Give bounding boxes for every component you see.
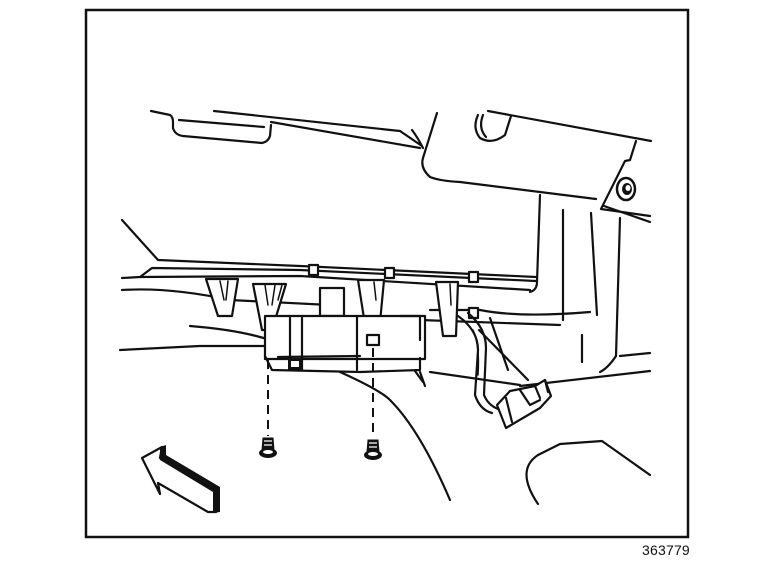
figure-id-label: 363779 xyxy=(642,542,690,558)
mounting-screw-right xyxy=(364,348,382,460)
wiring-harness xyxy=(456,311,500,415)
mounting-screw-left xyxy=(259,360,277,458)
support-structure xyxy=(428,193,652,388)
floor-contours xyxy=(338,369,652,506)
direction-arrow-icon xyxy=(140,445,220,514)
retainer-clips xyxy=(204,277,460,346)
control-module xyxy=(263,286,427,374)
electrical-connector xyxy=(495,378,553,430)
steering-column-bracket xyxy=(398,109,653,224)
cross-car-beam xyxy=(118,218,592,352)
figure-border xyxy=(84,8,690,539)
mounting-bolt xyxy=(615,176,637,202)
instrument-panel-upper-trim xyxy=(149,109,422,150)
